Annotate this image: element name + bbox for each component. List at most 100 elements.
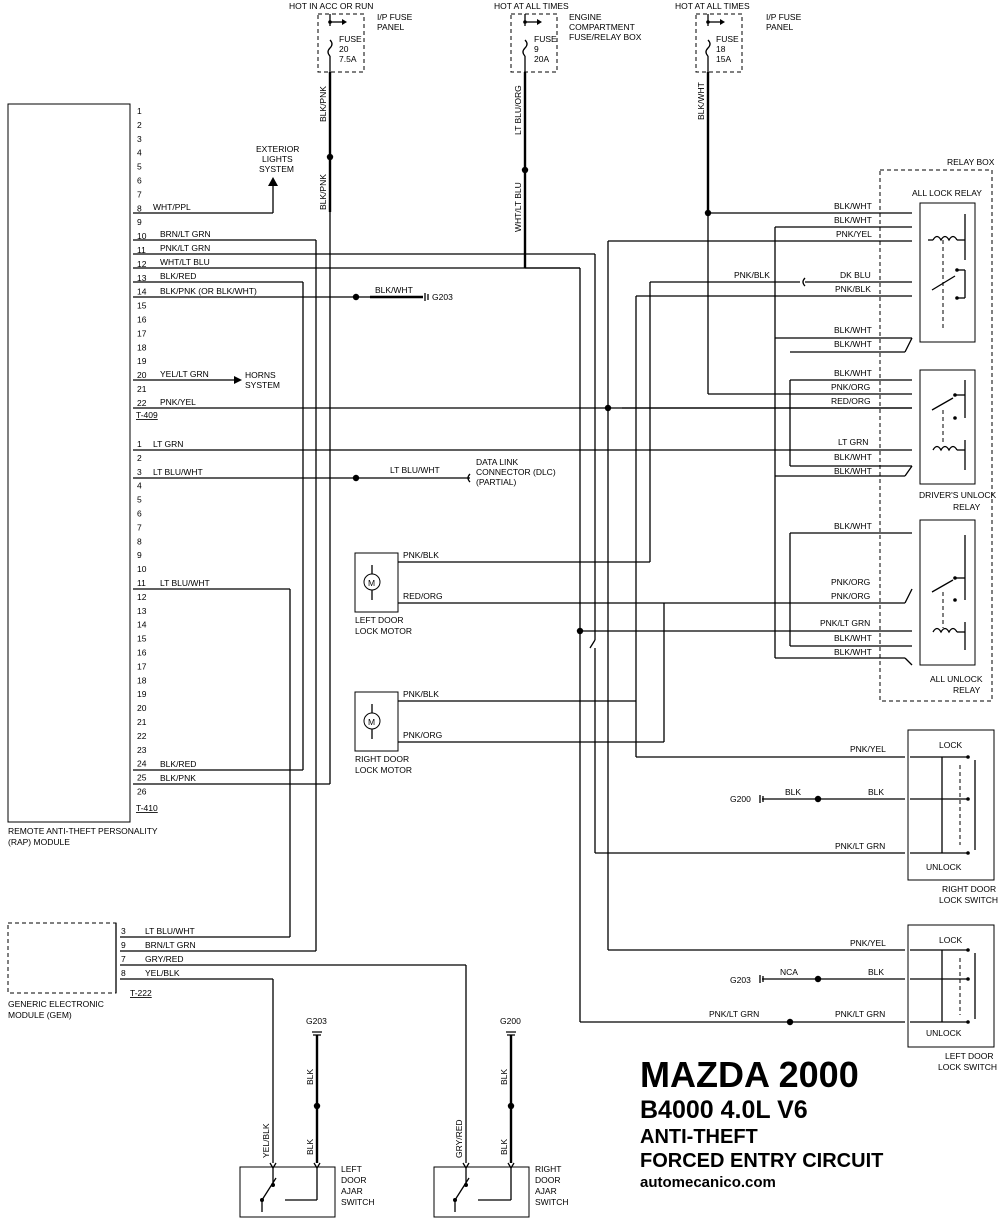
svg-text:LEFT DOOR: LEFT DOOR	[355, 615, 404, 625]
pin-number: 11	[137, 245, 146, 255]
svg-text:ENGINE: ENGINE	[569, 12, 602, 22]
fuse-20: HOT IN ACC OR RUN I/P FUSE PANEL FUSE 20…	[289, 1, 413, 212]
svg-text:BRN/LT GRN: BRN/LT GRN	[145, 940, 196, 950]
pin-number: 7	[137, 522, 142, 532]
relay-wiring: BLK/WHT BLK/WHT PNK/YEL DK BLU PNK/BLK P…	[607, 201, 913, 950]
svg-text:MODULE (GEM): MODULE (GEM)	[8, 1010, 72, 1020]
svg-text:PNK/BLK: PNK/BLK	[835, 284, 871, 294]
pin-number: 13	[137, 273, 147, 283]
svg-text:WHT/LT BLU: WHT/LT BLU	[513, 182, 523, 232]
pin-number: 6	[137, 509, 142, 519]
svg-text:COMPARTMENT: COMPARTMENT	[569, 22, 635, 32]
svg-text:AJAR: AJAR	[535, 1186, 557, 1196]
svg-text:T-222: T-222	[130, 988, 152, 998]
svg-text:UNLOCK: UNLOCK	[926, 1028, 962, 1038]
svg-text:G200: G200	[730, 794, 751, 804]
svg-text:20A: 20A	[534, 54, 549, 64]
svg-text:BLK/WHT: BLK/WHT	[696, 82, 706, 120]
svg-text:BLK: BLK	[499, 1139, 509, 1155]
svg-text:REMOTE ANTI-THEFT PERSONALITY: REMOTE ANTI-THEFT PERSONALITY	[8, 826, 158, 836]
right-door-ajar-switch: GRY/RED G200 BLK BLK RIGHT DOOR AJAR SWI…	[433, 965, 569, 1218]
svg-text:RIGHT: RIGHT	[535, 1164, 561, 1174]
svg-text:HORNS: HORNS	[245, 370, 276, 380]
pin-number: 5	[137, 162, 142, 172]
svg-text:M: M	[368, 717, 375, 727]
svg-text:PNK/YEL: PNK/YEL	[160, 397, 196, 407]
svg-text:PANEL: PANEL	[377, 22, 405, 32]
pin-number: 10	[137, 564, 147, 574]
svg-text:LOCK: LOCK	[939, 740, 962, 750]
svg-text:7: 7	[121, 954, 126, 964]
svg-text:DATA LINK: DATA LINK	[476, 457, 519, 467]
svg-text:RIGHT DOOR: RIGHT DOOR	[942, 884, 996, 894]
pin-number: 12	[137, 259, 147, 269]
pin-number: 4	[137, 148, 142, 158]
title-circuit: FORCED ENTRY CIRCUIT	[640, 1150, 884, 1172]
svg-text:BLK: BLK	[868, 967, 884, 977]
svg-text:LIGHTS: LIGHTS	[262, 154, 293, 164]
svg-text:PNK/YEL: PNK/YEL	[850, 938, 886, 948]
svg-text:YEL/BLK: YEL/BLK	[145, 968, 180, 978]
svg-text:LT BLU/WHT: LT BLU/WHT	[153, 467, 203, 477]
connector-t410: T-410	[136, 803, 158, 813]
svg-text:LOCK SWITCH: LOCK SWITCH	[939, 895, 998, 905]
connector-t409: T-409	[136, 410, 158, 420]
svg-text:BLK/WHT: BLK/WHT	[834, 647, 872, 657]
svg-text:BLK: BLK	[305, 1139, 315, 1155]
svg-text:RED/ORG: RED/ORG	[403, 591, 443, 601]
svg-text:NCA: NCA	[780, 967, 798, 977]
drivers-unlock-relay: DRIVER'S UNLOCK RELAY BLK/WHT PNK/ORG RE…	[622, 368, 997, 512]
svg-text:LOCK MOTOR: LOCK MOTOR	[355, 626, 412, 636]
svg-text:20: 20	[339, 44, 349, 54]
svg-text:(RAP) MODULE: (RAP) MODULE	[8, 837, 70, 847]
title-block: MAZDA 2000 B4000 4.0L V6 ANTI-THEFT FORC…	[640, 1055, 1000, 1193]
pin-number: 3	[137, 134, 142, 144]
pin-number: 24	[137, 759, 147, 769]
svg-text:GRY/RED: GRY/RED	[454, 1119, 464, 1158]
svg-text:LT BLU/WHT: LT BLU/WHT	[145, 926, 195, 936]
pin-number: 15	[137, 301, 147, 311]
left-door-ajar-switch: YEL/BLK G203 BLK BLK LEFT DOOR AJAR SWIT…	[239, 979, 375, 1218]
svg-text:BLK/PNK: BLK/PNK	[318, 174, 328, 210]
pin-number: 8	[137, 203, 142, 213]
pin-number: 3	[137, 467, 142, 477]
pin-number: 20	[137, 370, 147, 380]
svg-text:BLK/WHT: BLK/WHT	[834, 201, 872, 211]
pin-number: 1	[137, 439, 142, 449]
pin-number: 5	[137, 495, 142, 505]
svg-text:PNK/YEL: PNK/YEL	[836, 229, 872, 239]
svg-text:PNK/BLK: PNK/BLK	[403, 550, 439, 560]
pin-number: 17	[137, 328, 147, 338]
svg-text:BLK/RED: BLK/RED	[160, 271, 196, 281]
pin-number: 13	[137, 606, 147, 616]
svg-text:FUSE: FUSE	[716, 34, 739, 44]
title-make: MAZDA 2000	[640, 1054, 859, 1095]
svg-text:BRN/LT GRN: BRN/LT GRN	[160, 229, 211, 239]
svg-text:G203: G203	[306, 1016, 327, 1026]
svg-text:DOOR: DOOR	[341, 1175, 367, 1185]
svg-text:BLK/RED: BLK/RED	[160, 759, 196, 769]
svg-text:AJAR: AJAR	[341, 1186, 363, 1196]
svg-text:G200: G200	[500, 1016, 521, 1026]
svg-text:SYSTEM: SYSTEM	[259, 164, 294, 174]
svg-text:ALL LOCK RELAY: ALL LOCK RELAY	[912, 188, 982, 198]
svg-text:BLK/PNK: BLK/PNK	[160, 773, 196, 783]
svg-text:LT GRN: LT GRN	[153, 439, 183, 449]
svg-text:FUSE: FUSE	[534, 34, 557, 44]
svg-text:LT BLU/ORG: LT BLU/ORG	[513, 85, 523, 135]
pin-number: 17	[137, 661, 147, 671]
svg-text:PNK/BLK: PNK/BLK	[734, 270, 770, 280]
svg-text:PANEL: PANEL	[766, 22, 794, 32]
svg-text:PNK/LT GRN: PNK/LT GRN	[820, 618, 870, 628]
svg-text:FUSE: FUSE	[339, 34, 362, 44]
svg-text:ALL UNLOCK: ALL UNLOCK	[930, 674, 983, 684]
svg-text:PNK/ORG: PNK/ORG	[831, 382, 870, 392]
title-model: B4000 4.0L V6	[640, 1096, 808, 1124]
rap-t410-wires: LT GRN LT BLU/WHT LT BLU/WHT DATA LINK C…	[133, 212, 912, 937]
svg-text:8: 8	[121, 968, 126, 978]
svg-text:15A: 15A	[716, 54, 731, 64]
svg-text:9: 9	[121, 940, 126, 950]
pin-number: 2	[137, 453, 142, 463]
svg-text:9: 9	[534, 44, 539, 54]
